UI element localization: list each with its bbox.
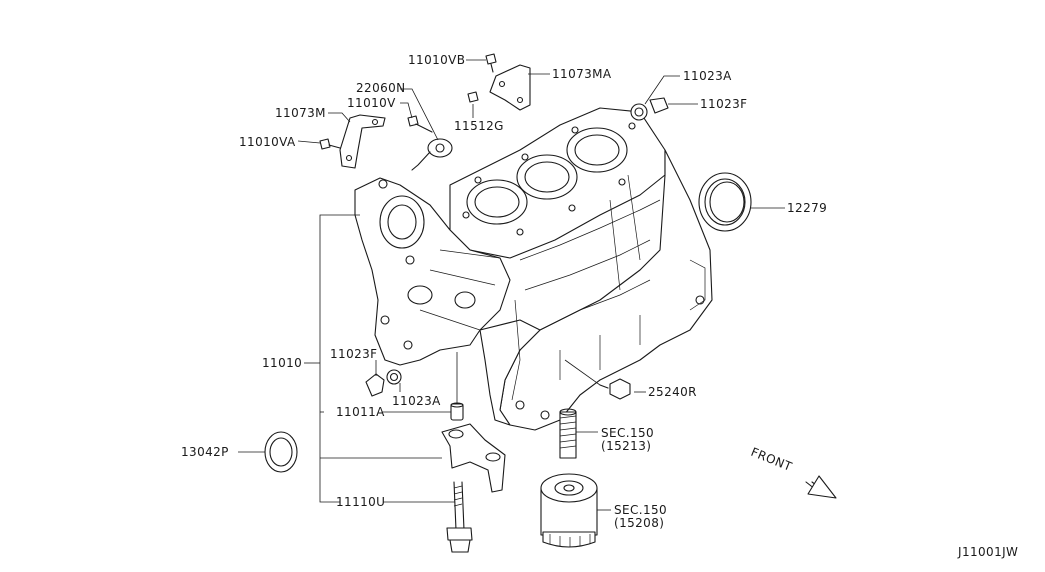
clip-11512g[interactable] xyxy=(467,91,479,103)
label-11023a-mid[interactable]: 11023A xyxy=(392,394,441,408)
label-12279[interactable]: 12279 xyxy=(787,201,827,215)
label-11010v[interactable]: 11010V xyxy=(347,96,396,110)
oil-stud-15213[interactable] xyxy=(559,408,577,459)
label-sec150-15213-ref: (15213) xyxy=(601,439,651,453)
label-25240r[interactable]: 25240R xyxy=(648,385,697,399)
bracket-11073ma[interactable] xyxy=(489,64,531,111)
bolt-11010vb[interactable] xyxy=(485,53,497,73)
label-sec150-15208-ref: (15208) xyxy=(614,516,664,530)
bracket-11073m[interactable] xyxy=(339,114,386,169)
label-11023a-top[interactable]: 11023A xyxy=(683,69,732,83)
label-11073ma[interactable]: 11073MA xyxy=(552,67,612,81)
bolt-11010v[interactable] xyxy=(407,115,433,133)
label-11011a[interactable]: 11011A xyxy=(336,405,385,419)
front-label: FRONT xyxy=(749,445,794,474)
label-11023f-mid[interactable]: 11023F xyxy=(330,347,377,361)
cylinder-block[interactable] xyxy=(354,107,713,431)
oil-seal-13042p[interactable] xyxy=(264,431,298,473)
oil-pressure-switch-25240r[interactable] xyxy=(599,378,631,400)
plug-11023-top[interactable] xyxy=(630,97,669,121)
knock-sensor-22060n[interactable] xyxy=(411,138,453,171)
label-22060n[interactable]: 22060N xyxy=(356,81,406,95)
front-arrow-icon xyxy=(805,475,837,499)
diagram-code: J11001JW xyxy=(957,545,1018,559)
dowel-11011a[interactable] xyxy=(450,402,464,421)
bolt-11110u[interactable] xyxy=(446,481,473,553)
label-11010[interactable]: 11010 xyxy=(262,356,302,370)
label-13042p[interactable]: 13042P xyxy=(181,445,229,459)
leader-lines xyxy=(238,59,785,511)
label-11073m[interactable]: 11073M xyxy=(275,106,326,120)
label-11023f-top[interactable]: 11023F xyxy=(700,97,747,111)
oil-filter-15208[interactable] xyxy=(540,473,598,548)
label-11010vb[interactable]: 11010VB xyxy=(408,53,465,67)
bolt-11010va[interactable] xyxy=(319,138,341,150)
label-11110u[interactable]: 11110U xyxy=(336,495,385,509)
bearing-cap[interactable] xyxy=(441,423,506,493)
label-11010va[interactable]: 11010VA xyxy=(239,135,296,149)
oil-seal-12279[interactable] xyxy=(698,172,752,232)
label-11512g[interactable]: 11512G xyxy=(454,119,504,133)
plug-11023-mid[interactable] xyxy=(365,369,402,397)
label-sec150-15213[interactable]: SEC.150 xyxy=(601,426,654,440)
label-sec150-15208[interactable]: SEC.150 xyxy=(614,503,667,517)
